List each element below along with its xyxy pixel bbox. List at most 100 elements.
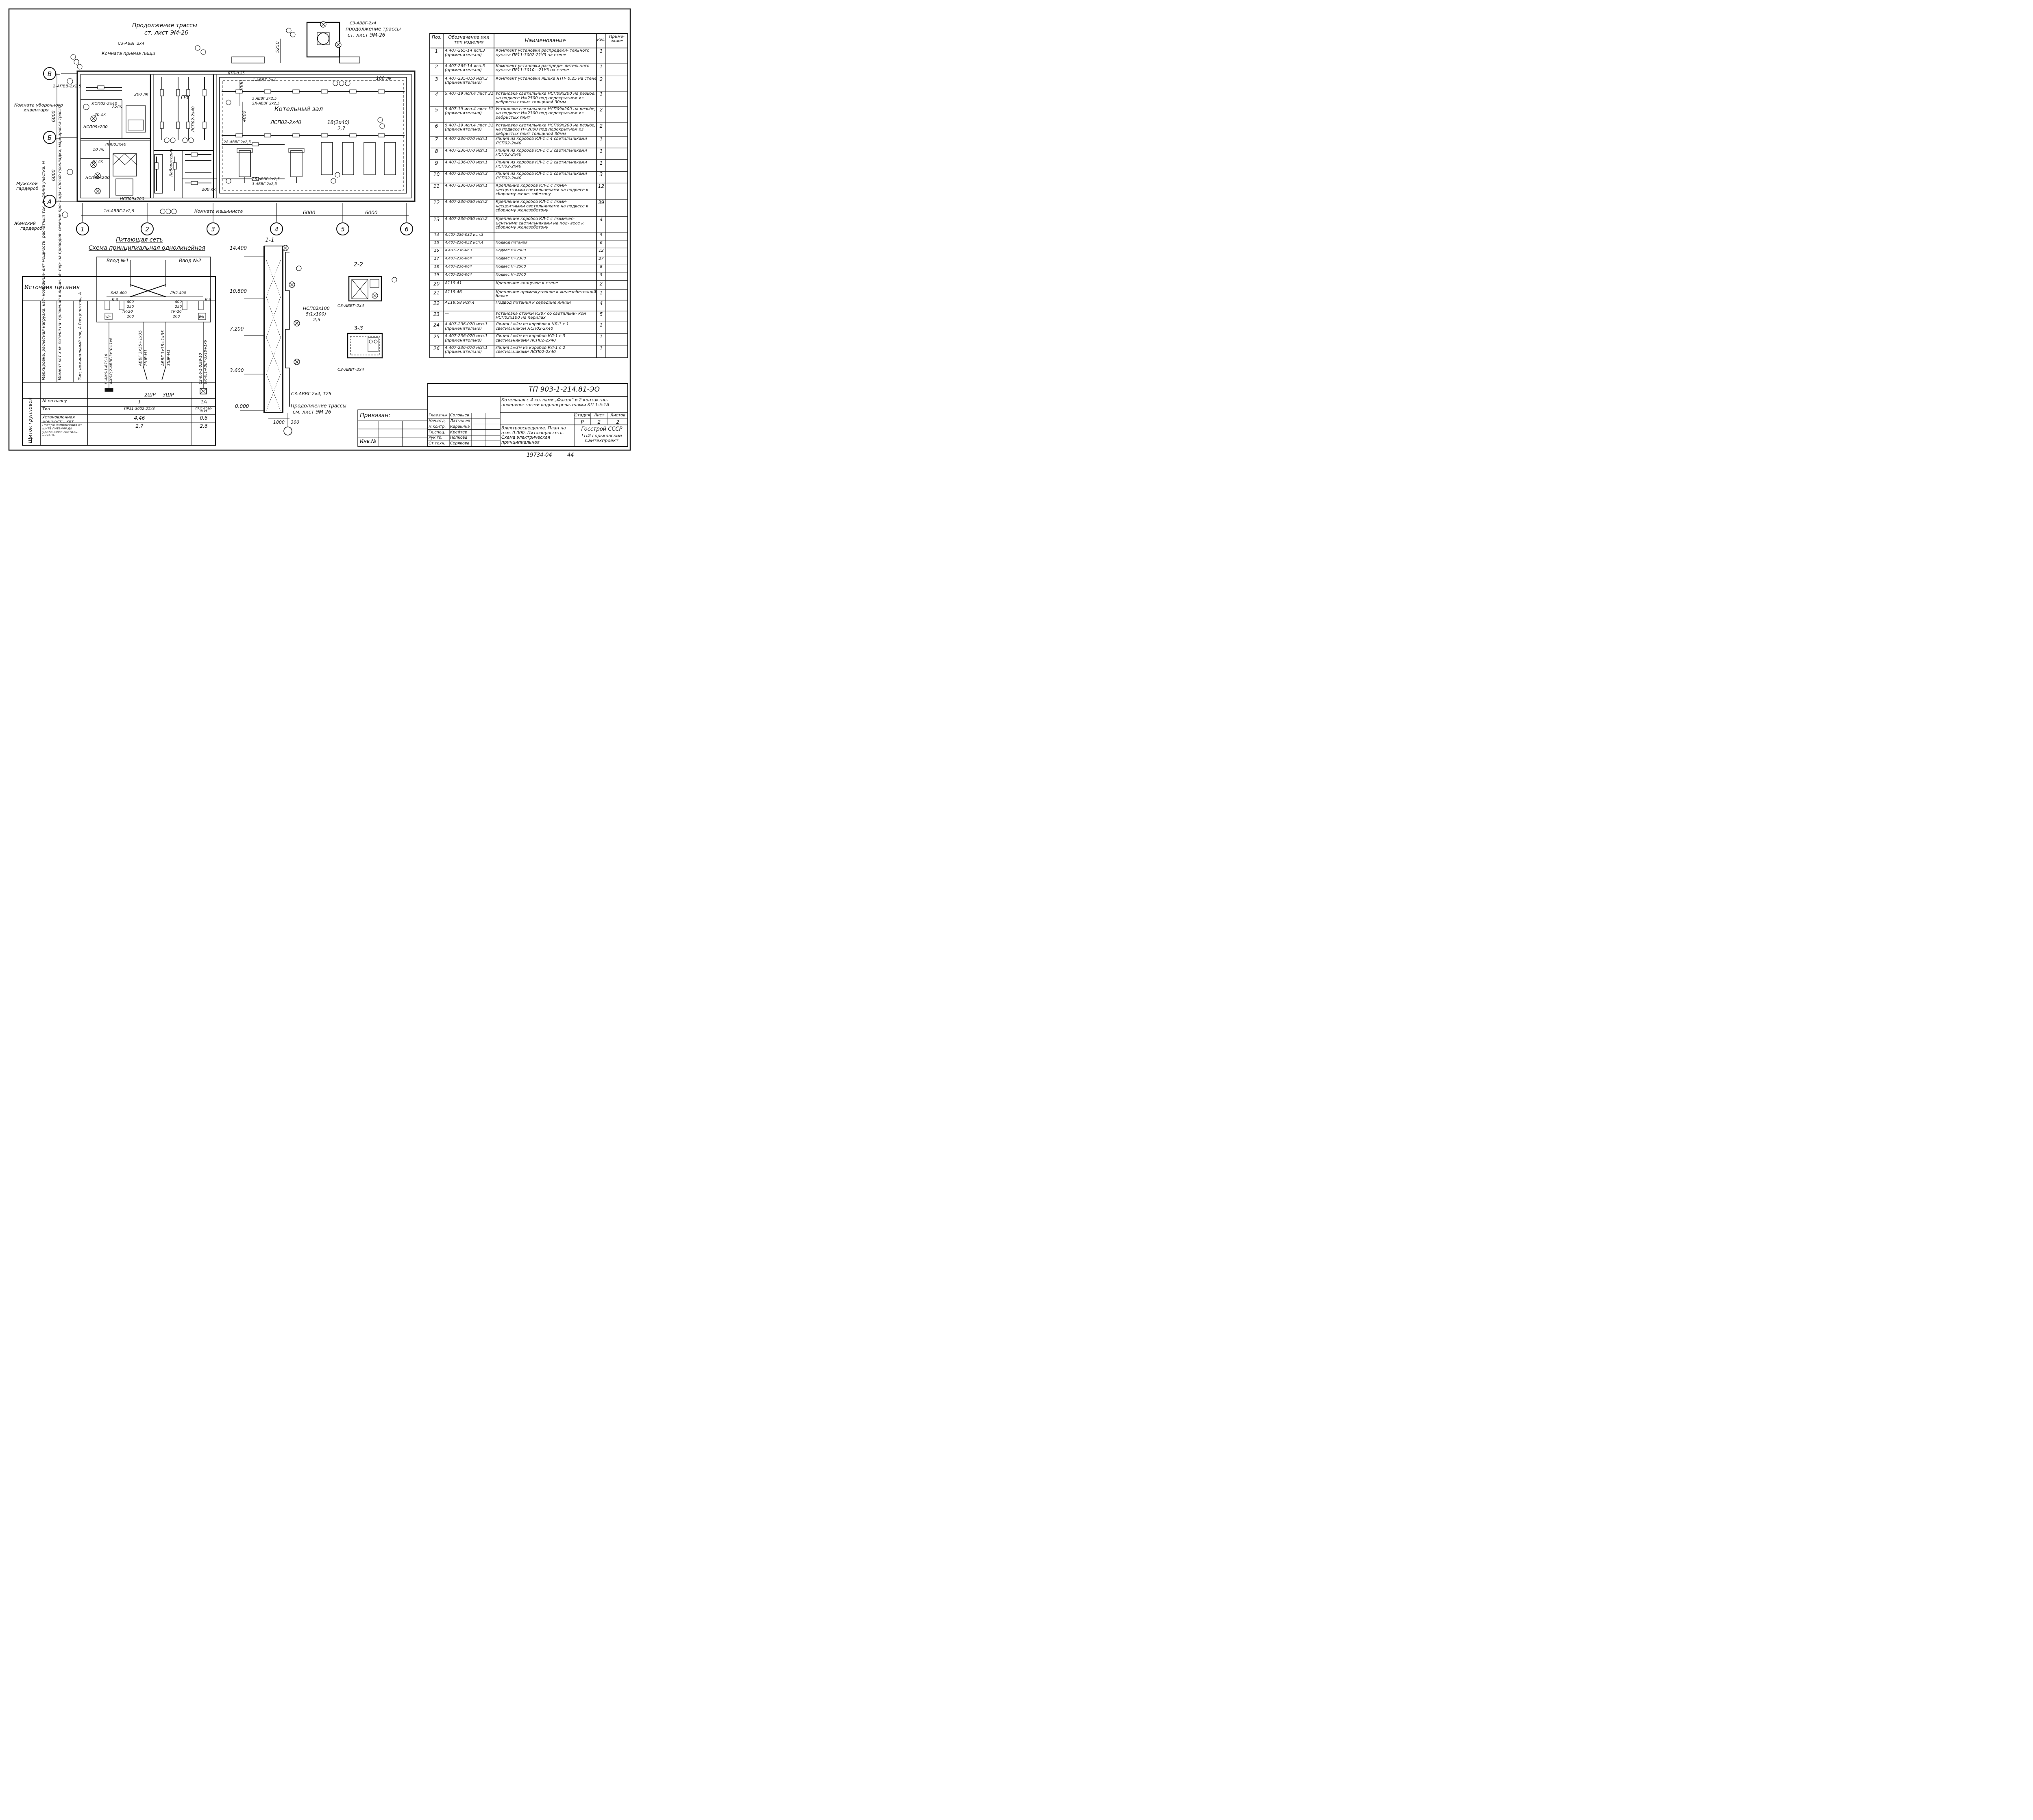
continuation-section-ref: см. лист ЭМ-26: [293, 409, 331, 415]
fixture-label-1: ЛСП02-2х40: [270, 120, 301, 125]
spec-code: 4.407-236-032 исп.3: [445, 233, 483, 237]
continuation-right-ref: ст. лист ЭМ-26: [348, 32, 385, 38]
spec-code: 4.407-236-030 исп.2: [445, 200, 488, 205]
spec-code: 4.407-236-030 исп.2: [445, 217, 488, 222]
lux-label-2: 200 лк: [134, 92, 148, 97]
continuation-top-title: Продолжение трассы: [132, 22, 197, 29]
axis-labels: В Б А 1 2 3 4 5 6: [47, 70, 409, 233]
dimension-labels: 6000 6000 6000 6000 5250 4000 2000 1800 …: [51, 41, 378, 425]
scheme-feeder-2: АВВГ 3х35+1х35: [161, 330, 165, 366]
lux-label-6: 20 лк: [91, 159, 103, 164]
axis-label-b: Б: [48, 134, 52, 142]
spec-pos: 23: [433, 311, 440, 317]
role-title: Нач.отд.: [429, 418, 446, 423]
fixture-label-7: ЛП003х40: [104, 142, 126, 147]
scheme-v200-2: 200: [173, 315, 180, 319]
role-title: Гл.спец.: [429, 430, 446, 435]
spec-name: Крепление коробов КЛ-1 с люми- несцентны…: [496, 200, 589, 213]
spec-name: Подвес Н=2500: [496, 265, 526, 269]
elevation-5: 0.000: [235, 403, 249, 409]
scheme-wh-1: Wh: [105, 315, 111, 319]
spec-pos: 12: [433, 200, 440, 206]
axis-label-6: 6: [405, 226, 409, 233]
spec-name: Комплект установки распреде- лительного …: [496, 64, 590, 73]
privyazan-label: Привязан:: [360, 412, 391, 419]
spec-code: 4.407-236-070 исп.1 (применительно): [445, 322, 488, 331]
spec-pos: 7: [435, 137, 438, 143]
room-gru: ГРУ: [181, 94, 190, 100]
spec-qty: 1: [599, 290, 603, 296]
spec-pos: 13: [433, 217, 440, 223]
scheme-wh-2: Wh: [199, 315, 204, 319]
spec-code: 5.407-19 исп.4 лист 31 (применительно): [445, 107, 494, 116]
dim-5250: 5250: [275, 41, 280, 53]
room-womens-1: Женский: [14, 221, 36, 226]
spec-name: Комплект установки распредели- тельного …: [496, 49, 590, 57]
cable-label-9: 2Л-АВВГ-2х2,5: [252, 177, 280, 181]
heater-2: [342, 142, 354, 175]
cable-label-2: С3-АВВГ-2х4: [350, 21, 376, 26]
role-name: Латыньев: [450, 418, 470, 423]
cable-label-13: С3-АВВГ-2х4: [337, 368, 364, 372]
supply-row-value-2: 2,6: [200, 424, 208, 429]
boiler-hall-walls: [219, 77, 407, 194]
room-lab: Лаборатория: [169, 149, 174, 177]
supply-row-value-2: 0,6: [200, 416, 208, 421]
spec-qty: 12: [598, 184, 605, 189]
scheme-switch-2: ЛН2-400: [170, 291, 186, 295]
spec-name: Линия из коробов КЛ-1 с 2 светильниками …: [496, 160, 587, 169]
spec-qty: 2: [599, 123, 603, 129]
spec-pos: 17: [434, 257, 439, 261]
scheme-right-feed-2: 6/6-0,1-АВВГ-3х10+1х6: [204, 340, 208, 384]
spec-name: Линия из коробов КЛ-1 с 5 светильниками …: [496, 172, 587, 181]
fixture-label-6: НСП09х200: [120, 197, 144, 201]
spec-code: 4.407-265-14 исп.3 (применительно): [445, 64, 485, 73]
spec-pos: 24: [433, 322, 440, 328]
spec-head-qty: Кол.: [597, 38, 606, 42]
role-name: Каракина: [450, 424, 470, 429]
scheme-v250-2: 250: [175, 305, 182, 309]
spec-name: Линия L=3м из коробов КЛ-1 с 2 светильни…: [496, 346, 566, 355]
dim-6000-b: 6000: [365, 210, 378, 216]
scheme-labels: Питающая сеть Схема принципиальная однол…: [89, 237, 211, 398]
lux-label-3: 75лк: [112, 104, 122, 109]
spec-name: Линия из коробов КЛ-1 с 3 светильниками …: [496, 148, 587, 157]
supply-rot-2: Момент квт х м- потеря на- пряжения в ли…: [57, 105, 62, 380]
supply-table-rotated: Щиток групповой Маркировка, расчетная на…: [27, 105, 83, 443]
role-title: Рук.гр.: [429, 435, 443, 440]
role-title: Н.контр.: [429, 424, 446, 429]
heater-4: [384, 142, 396, 175]
sheets-value: 2: [616, 419, 620, 425]
continuation-section-title: Продолжение трассы: [291, 403, 346, 409]
fixture-height-label: 2,7: [337, 126, 345, 131]
project-description: Котельная с 4 котлами „Факел“ и 2 контак…: [501, 398, 609, 407]
section-title-3-3: 3-3: [354, 325, 363, 332]
scheme-v400-2: 400: [175, 300, 182, 304]
spec-qty: 1: [599, 64, 603, 70]
spec-name: Крепление коробов КЛ-1 с люминес- центны…: [496, 217, 584, 230]
spec-name: Подвод питания: [496, 241, 528, 245]
fixture-label-3: ЛСП02-2х40: [191, 107, 196, 133]
incandescent-fixtures: [90, 21, 342, 194]
cable-label-7: 2Л-АВВГ 2х2,5: [252, 102, 280, 106]
spec-code: А119.41: [445, 281, 462, 285]
spec-qty: 1: [599, 148, 603, 154]
scheme-k3-2: К-3: [205, 298, 211, 302]
dim-2000: 2000: [239, 80, 244, 91]
scheme-ta-2: ТК-20: [171, 310, 182, 314]
spec-table-grid: [429, 33, 628, 358]
fixture-label-4: НСП09х200: [83, 125, 108, 129]
section-title-2-2: 2-2: [354, 261, 363, 268]
dim-6000-c: 6000: [51, 111, 56, 122]
spec-pos: 15: [434, 241, 439, 245]
scheme-ta-1: ТК-20: [122, 310, 133, 314]
scheme-feeder-1: АВВГ 3х35+1х35: [138, 330, 143, 366]
spec-pos: 1: [435, 49, 438, 54]
lux-label-1: 100 лк: [376, 76, 392, 81]
section-fixture-height: 2,5: [313, 317, 320, 322]
spec-code: 4.407-236-032 исп.4: [445, 241, 483, 245]
scheme-cabinet-2: 3ШР: [163, 392, 174, 398]
role-name: Соловьев: [450, 413, 469, 418]
spec-qty: 2: [599, 281, 603, 287]
spec-pos: 6: [435, 123, 438, 129]
